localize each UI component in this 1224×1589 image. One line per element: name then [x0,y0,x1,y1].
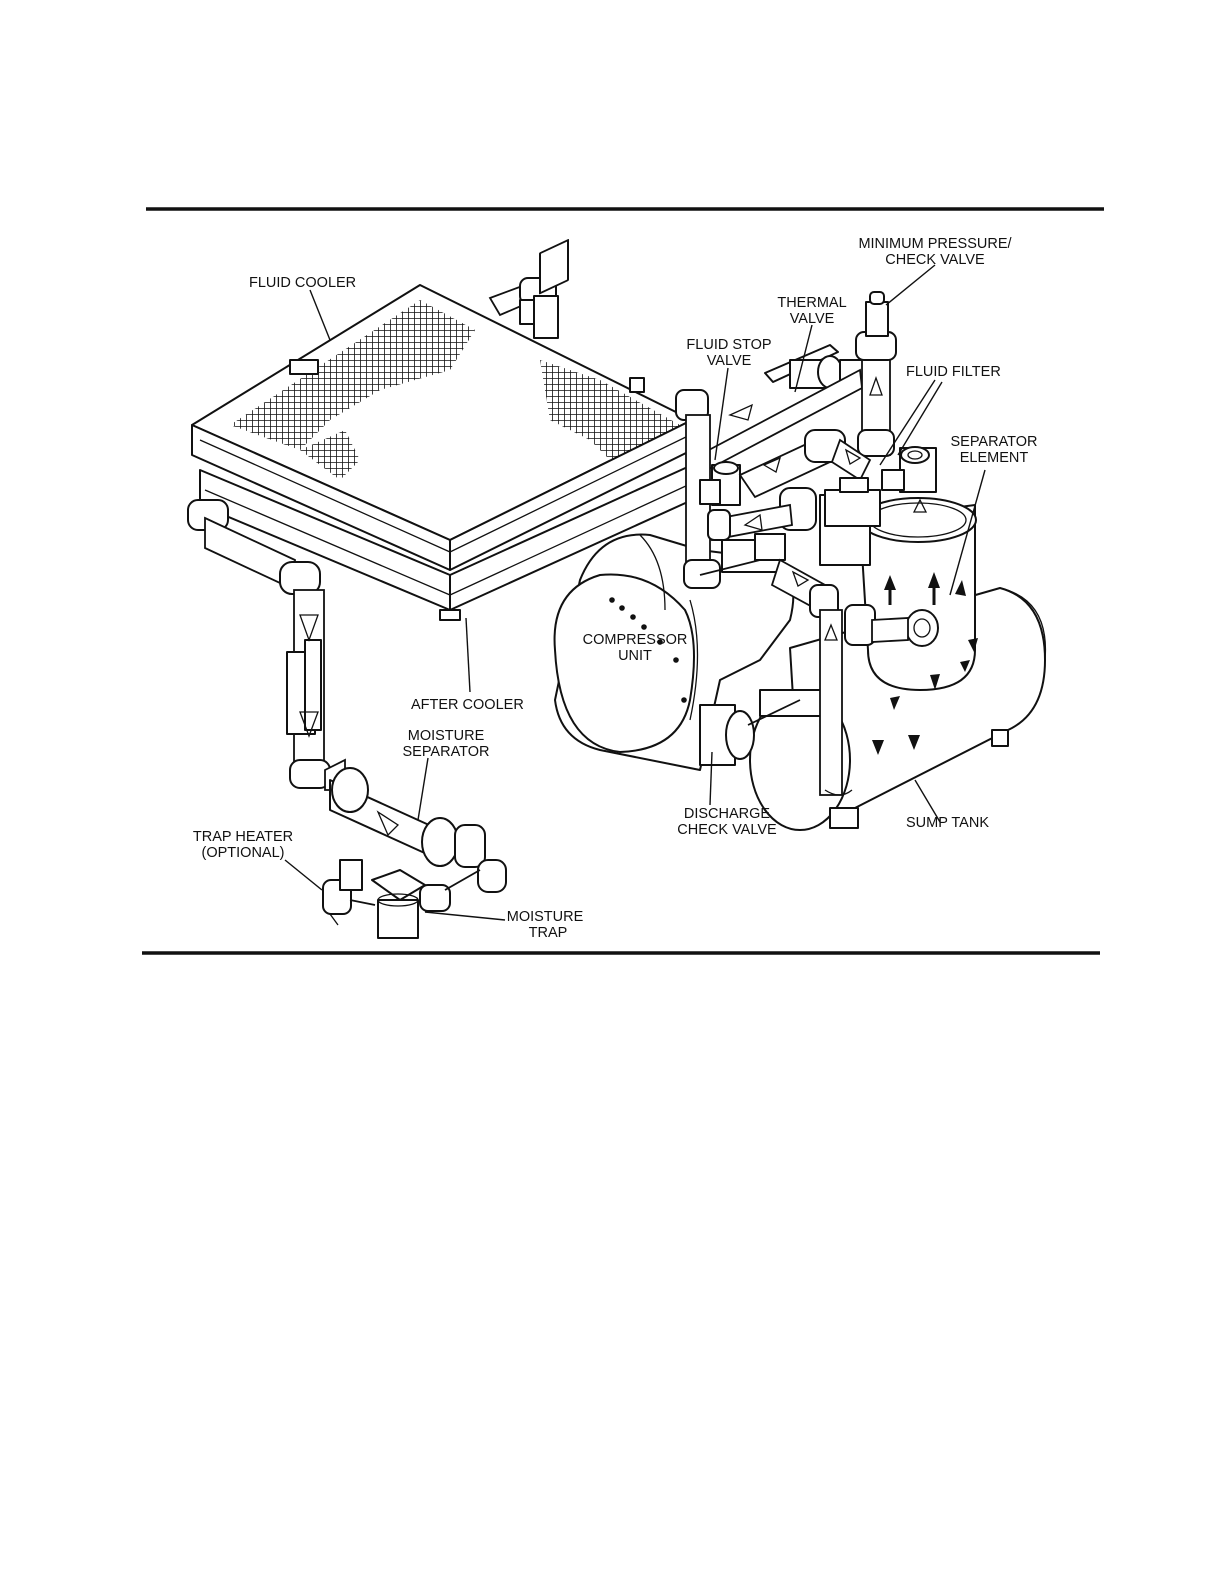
label-discharge-check-valve-line1: DISCHARGE [684,806,771,822]
label-thermal-valve-line2: VALVE [790,311,835,327]
label-moisture-trap-line1: MOISTURE [507,909,584,925]
label-trap-heater-line1: TRAP HEATER [193,829,293,845]
label-compressor-unit-line2: UNIT [618,648,652,664]
label-sump-tank: SUMP TANK [906,815,989,831]
after-cooler-outlet-pipe [280,562,345,790]
moisture-trap [372,870,480,938]
label-separator-element-line2: ELEMENT [960,450,1029,466]
label-fluid-cooler: FLUID COOLER [249,275,356,291]
label-moisture-separator-line1: MOISTURE [408,728,485,744]
label-discharge-check-valve-line2: CHECK VALVE [677,822,777,838]
label-fluid-stop-valve-line2: VALVE [707,353,752,369]
trap-heater [323,860,375,925]
label-separator-element-line1: SEPARATOR [950,434,1037,450]
label-thermal-valve-line1: THERMAL [777,295,846,311]
label-moisture-trap-line2: TRAP [529,925,568,941]
label-compressor-unit-line1: COMPRESSOR [583,632,688,648]
label-trap-heater-line2: (OPTIONAL) [202,845,285,861]
label-after-cooler: AFTER COOLER [411,697,524,713]
label-fluid-stop-valve-line1: FLUID STOP [686,337,771,353]
minimum-pressure-check-valve [856,292,896,456]
label-fluid-filter: FLUID FILTER [906,364,1001,380]
label-moisture-separator-line2: SEPARATOR [402,744,489,760]
label-minimum-pressure-line1: MINIMUM PRESSURE/ [858,236,1012,252]
label-minimum-pressure-line2: CHECK VALVE [885,252,985,268]
